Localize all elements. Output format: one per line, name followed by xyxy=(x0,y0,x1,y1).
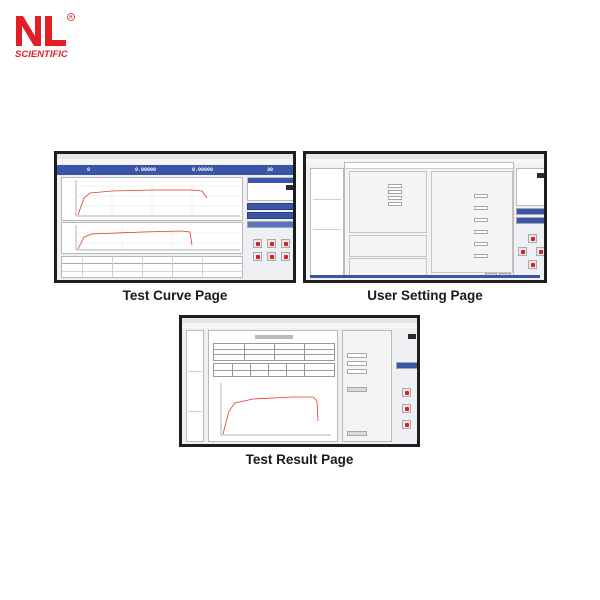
sample-list xyxy=(186,330,204,442)
param-field-2[interactable] xyxy=(474,206,488,210)
close-button[interactable] xyxy=(347,431,367,436)
info-panel xyxy=(247,177,293,201)
test-curve-caption: Test Curve Page xyxy=(122,288,228,303)
param-field-6[interactable] xyxy=(474,254,488,258)
menu-bar xyxy=(57,159,293,164)
report-title xyxy=(255,335,293,339)
up-arrow-button[interactable] xyxy=(402,388,411,397)
user-setting-caption: User Setting Page xyxy=(367,288,483,303)
report-results-table xyxy=(213,363,335,377)
test-result-screenshot xyxy=(179,315,420,447)
nl-scientific-logo-icon: R SCIENTIFIC xyxy=(15,13,75,60)
control-button-1[interactable] xyxy=(396,362,417,369)
lower-curve xyxy=(75,225,240,251)
general-settings-group xyxy=(349,171,427,233)
return-button[interactable] xyxy=(253,252,262,261)
start-button[interactable] xyxy=(267,252,276,261)
setting-field-3[interactable] xyxy=(388,196,402,200)
settings-dialog xyxy=(344,162,514,278)
toolbar xyxy=(182,323,417,328)
lower-chart xyxy=(61,222,243,254)
menu-bar xyxy=(306,159,544,164)
info-panel xyxy=(516,168,544,206)
brand-logo: R SCIENTIFIC xyxy=(14,12,76,60)
param-field-4[interactable] xyxy=(474,230,488,234)
results-table xyxy=(61,256,243,278)
test-curve-screenshot: 0 0.00000 0.00000 30 xyxy=(54,151,296,283)
status-bar xyxy=(310,275,540,278)
user-setting-screenshot xyxy=(303,151,547,283)
up-arrow-button[interactable] xyxy=(253,239,262,248)
control-button-2[interactable] xyxy=(247,212,293,219)
control-button-3[interactable] xyxy=(247,221,293,228)
background-list xyxy=(310,168,344,278)
report-preview xyxy=(208,330,338,442)
option-field-1[interactable] xyxy=(347,353,367,358)
report-curve xyxy=(220,383,331,436)
param-field-3[interactable] xyxy=(474,218,488,222)
setting-field-2[interactable] xyxy=(388,190,402,194)
report-info-table xyxy=(213,343,335,361)
print-options-panel xyxy=(342,330,392,442)
setting-field-1[interactable] xyxy=(388,184,402,188)
up-arrow-button[interactable] xyxy=(528,234,537,243)
control-button-2[interactable] xyxy=(516,217,544,224)
stop-button[interactable] xyxy=(402,404,411,413)
stop-button[interactable] xyxy=(518,247,527,256)
output-options-group xyxy=(349,258,427,276)
stop-button[interactable] xyxy=(267,239,276,248)
pause-button[interactable] xyxy=(281,252,290,261)
down-arrow-button[interactable] xyxy=(528,260,537,269)
svg-text:SCIENTIFIC: SCIENTIFIC xyxy=(15,49,68,60)
test-result-caption: Test Result Page xyxy=(245,452,354,467)
status-indicator xyxy=(408,334,416,339)
param-field-5[interactable] xyxy=(474,242,488,246)
upper-curve xyxy=(75,180,240,217)
control-mode-group xyxy=(349,235,427,257)
load-readout: 0 xyxy=(87,167,91,173)
upper-chart xyxy=(61,177,243,221)
displacement-readout: 0.00000 xyxy=(192,167,214,173)
svg-text:R: R xyxy=(69,15,73,20)
param-field-1[interactable] xyxy=(474,194,488,198)
control-button-1[interactable] xyxy=(516,208,544,215)
option-field-3[interactable] xyxy=(347,369,367,374)
extension-readout: 0.00000 xyxy=(135,167,157,173)
test-parameters-group xyxy=(431,171,513,273)
down-arrow-button[interactable] xyxy=(402,420,411,429)
start-button[interactable] xyxy=(536,247,544,256)
control-button-1[interactable] xyxy=(247,203,293,210)
setting-field-4[interactable] xyxy=(388,202,402,206)
speed-readout: 30 xyxy=(267,167,274,173)
readout-bar: 0 0.00000 0.00000 30 xyxy=(57,165,293,175)
option-field-2[interactable] xyxy=(347,361,367,366)
down-arrow-button[interactable] xyxy=(281,239,290,248)
print-button[interactable] xyxy=(347,387,367,392)
